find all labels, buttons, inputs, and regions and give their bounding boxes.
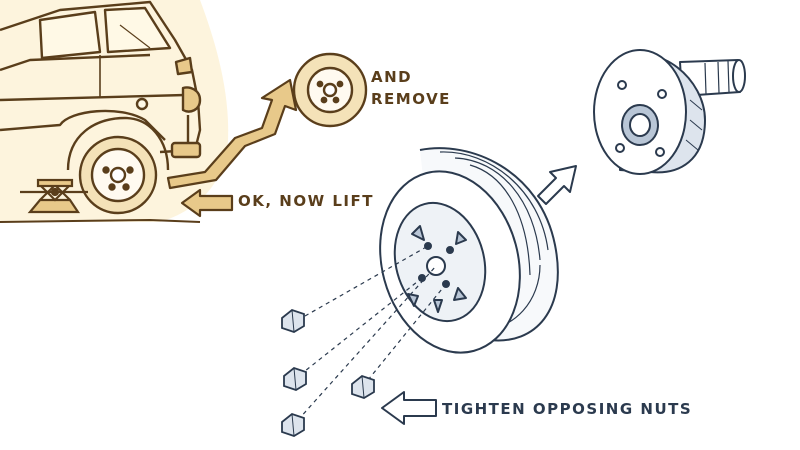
car-lift-panel: AND REMOVE OK, NOW LIFT <box>0 0 451 223</box>
tighten-label: TIGHTEN OPPOSING NUTS <box>442 400 692 418</box>
mount-arrow <box>537 165 577 205</box>
tire <box>379 147 559 354</box>
lug-nuts <box>281 245 447 437</box>
ground-line <box>0 218 201 223</box>
remove-arrow <box>166 78 298 190</box>
car-body <box>0 0 202 159</box>
ok-now-lift-label: OK, NOW LIFT <box>238 192 374 210</box>
lug-nut-4 <box>281 412 305 437</box>
wheel-hub <box>593 49 746 175</box>
lift-arrow <box>180 188 234 218</box>
remove-label: REMOVE <box>371 90 451 108</box>
tighten-arrow <box>381 391 437 425</box>
car-wheel <box>66 116 170 215</box>
lug-nut-2 <box>283 366 307 391</box>
and-label: AND <box>371 68 412 86</box>
lug-nut-1 <box>281 308 305 333</box>
removed-wheel <box>292 52 368 128</box>
scissor-jack <box>20 178 88 214</box>
lug-nut-3 <box>351 374 375 399</box>
